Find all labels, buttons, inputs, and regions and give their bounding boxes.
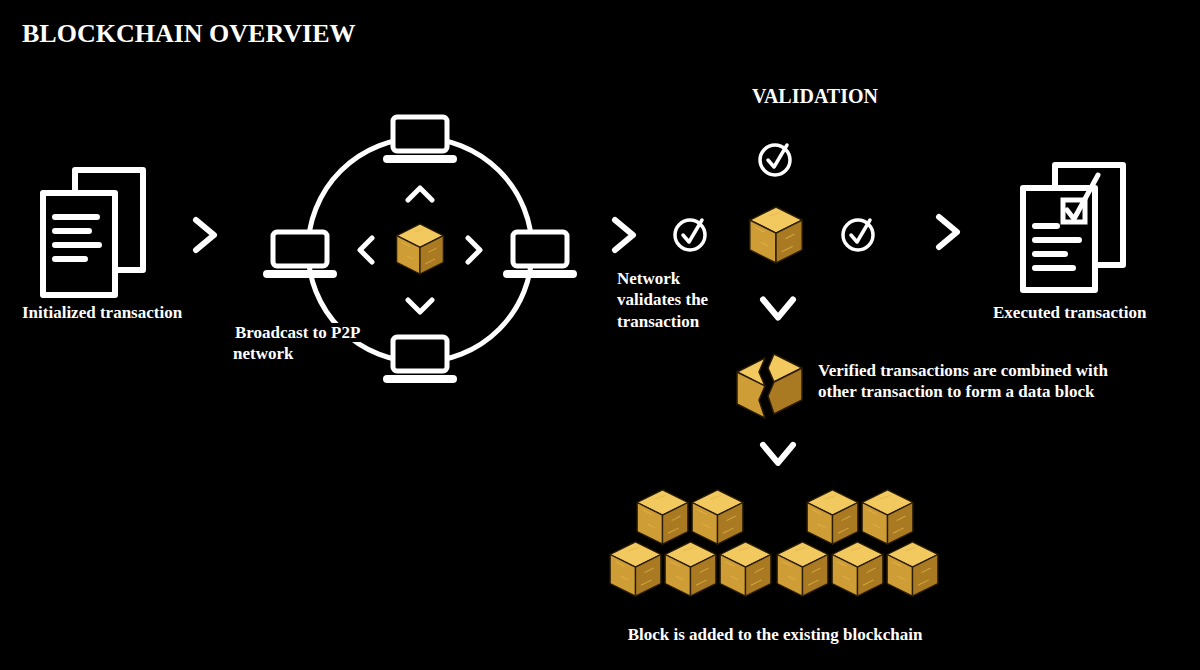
step-label: Initialized transaction — [22, 302, 252, 323]
flow-chevron — [615, 220, 633, 250]
diagram-title: BLOCKCHAIN OVERVIEW — [22, 18, 356, 49]
document-icon — [43, 170, 143, 295]
step-label: Broadcast to P2P network — [233, 322, 361, 365]
flow-chevron — [196, 220, 214, 250]
process-step: VALIDATION Network validates the transact… — [617, 84, 915, 332]
step-label: Executed transaction — [993, 302, 1193, 323]
blockchain-icon — [610, 490, 938, 596]
process-step: Block is added to the existing blockchai… — [565, 490, 985, 645]
flow-chevron — [939, 217, 957, 247]
process-step: Broadcast to P2P network — [233, 117, 573, 379]
process-step: Executed transaction — [993, 165, 1193, 323]
flow-chevron — [763, 445, 793, 463]
step-label: Block is added to the existing blockchai… — [565, 624, 985, 645]
flow-chevron — [763, 300, 793, 318]
section-heading: VALIDATION — [715, 84, 915, 109]
step-label-text: Broadcast to P2P network — [233, 323, 360, 363]
step-label: Verified transactions are combined with … — [818, 360, 1148, 403]
process-step: Initialized transaction — [22, 170, 252, 323]
process-step: Verified transactions are combined with … — [737, 354, 1148, 418]
validation-icon — [675, 145, 873, 263]
document-check-icon — [1023, 165, 1123, 290]
step-label: Network validates the transaction — [617, 268, 742, 332]
broken-cube-icon — [737, 354, 802, 418]
